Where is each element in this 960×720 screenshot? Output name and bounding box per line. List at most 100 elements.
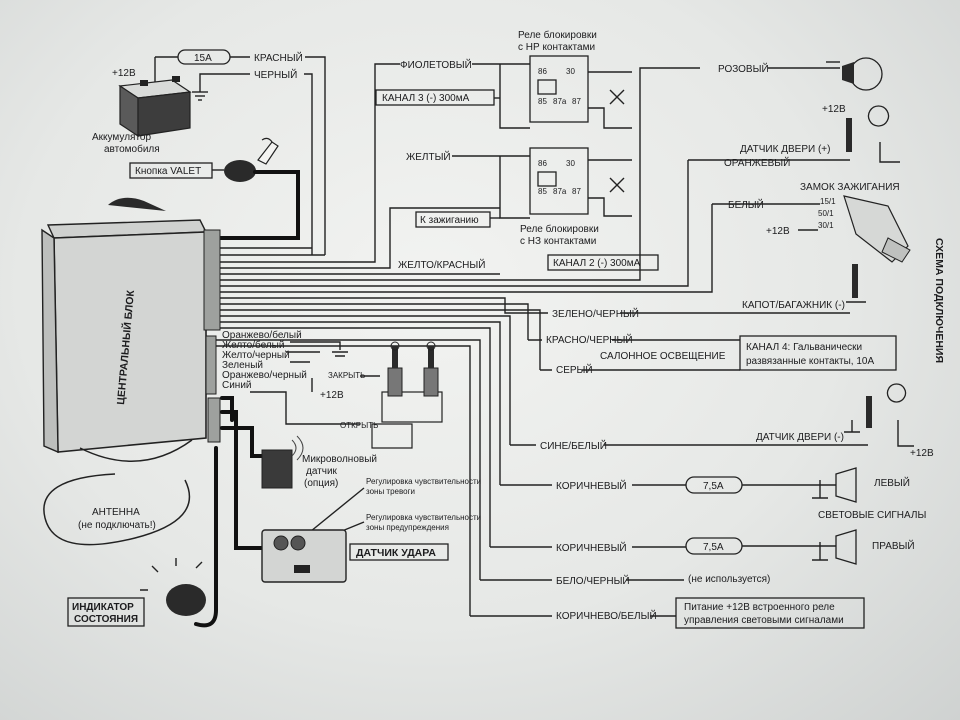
ign-50-1-label: 50/1 xyxy=(818,209,834,218)
power-relay-line2: управления световыми сигналами xyxy=(684,615,844,626)
wire-yellow-black-label: Желто/черный xyxy=(222,350,290,361)
channel4-line2: развязанные контакты, 10А xyxy=(746,356,874,367)
plus12-top-label: +12В xyxy=(822,104,846,115)
relay-nc-box xyxy=(529,55,589,123)
alarm-adjust-line2: зоны тревоги xyxy=(366,487,415,496)
channel2-label: КАНАЛ 2 (-) 300мА xyxy=(553,258,641,269)
battery-group: 15A КРАСНЫЙ ЧЕРНЫЙ +12В Аккумулятор авто… xyxy=(92,49,326,255)
ignition-lock-label: ЗАМОК ЗАЖИГАНИЯ xyxy=(800,182,900,193)
power-relay-line1: Питание +12В встроенного реле xyxy=(684,602,835,613)
battery-fuse-label: 15A xyxy=(194,53,212,64)
relay-nc-pin-87: 87 xyxy=(572,97,581,106)
plus12-door-label: +12В xyxy=(910,448,934,459)
shock-sensor xyxy=(261,529,347,583)
hood-switch-icon xyxy=(846,264,866,303)
to-ignition-label: К зажиганию xyxy=(420,215,479,226)
microwave-line2: датчик xyxy=(306,466,338,477)
door-sensor-minus-icon xyxy=(844,383,914,447)
relay-no-pin-87a: 87а xyxy=(553,187,567,196)
right-label: ПРАВЫЙ xyxy=(872,539,915,552)
indicator-line1: ИНДИКАТОР xyxy=(72,602,134,613)
wire-orange-label: ОРАНЖЕВЫЙ xyxy=(724,156,790,169)
relay-no-title-line1: Реле блокировки xyxy=(520,223,599,235)
relay-nc-pin-30: 30 xyxy=(566,67,575,76)
alarm-adjust-line1: Регулировка чувствительности xyxy=(366,477,481,486)
relay-no-box xyxy=(529,147,589,215)
antenna-line2: (не подключать!) xyxy=(78,520,156,531)
ign-15-1-label: 15/1 xyxy=(820,197,836,206)
microwave-line3: (опция) xyxy=(304,478,338,489)
valet-group: Кнопка VALET xyxy=(129,137,300,240)
left-lamp-icon xyxy=(812,467,857,503)
relay-no-pin-85: 85 xyxy=(538,187,547,196)
power-relay-box xyxy=(675,597,865,629)
antenna-wire xyxy=(43,473,191,546)
to-ignition-box xyxy=(415,211,491,228)
lock-plus12-label: +12В xyxy=(320,390,344,401)
right-lamp-icon xyxy=(812,529,857,565)
battery-caption-line1: Аккумулятор xyxy=(92,132,151,143)
battery-black-wire-label: ЧЕРНЫЙ xyxy=(254,68,297,81)
hood-trunk-label: КАПОТ/БАГАЖНИК (-) xyxy=(742,300,845,311)
ignition-key-icon xyxy=(843,195,911,263)
door-sensor-minus-label: ДАТЧИК ДВЕРИ (-) xyxy=(756,432,844,443)
warn-adjust-line1: Регулировка чувствительности xyxy=(366,513,481,522)
ground-icon xyxy=(192,82,208,101)
led-indicator-icon xyxy=(140,558,206,616)
relay-no-pin-30: 30 xyxy=(566,159,575,168)
wire-brown1-label: КОРИЧНЕВЫЙ xyxy=(556,479,627,492)
warn-adjust-line2: зоны предупреждения xyxy=(366,523,449,532)
not-used-label: (не используется) xyxy=(688,574,770,585)
relay-nc-pin-87a: 87а xyxy=(553,97,567,106)
channel4-box xyxy=(739,335,897,371)
wire-grey-label: СЕРЫЙ xyxy=(556,363,593,376)
lock-open-label: ОТКРЫТЬ xyxy=(340,421,378,430)
relay-no-group: 86 30 85 87а 87 Реле блокировки с НЗ кон… xyxy=(499,147,632,247)
wire-pink-label: РОЗОВЫЙ xyxy=(718,62,769,75)
relay-nc-pin-85: 85 xyxy=(538,97,547,106)
wire-blue-white-label: СИНЕ/БЕЛЫЙ xyxy=(540,439,607,452)
channel3-label: КАНАЛ 3 (-) 300мА xyxy=(382,93,470,104)
valet-button xyxy=(224,160,256,182)
wire-yellow-white-label: Желто/белый xyxy=(222,339,284,351)
wire-yellow-red-label: ЖЕЛТО/КРАСНЫЙ xyxy=(398,258,485,271)
wire-violet-label: ФИОЛЕТОВЫЙ xyxy=(400,58,472,71)
wire-green-black-label: ЗЕЛЕНО/ЧЕРНЫЙ xyxy=(552,307,639,320)
left-label: ЛЕВЫЙ xyxy=(874,476,910,489)
channel2-box xyxy=(547,254,659,271)
wire-orange-white-label: Оранжево/белый xyxy=(222,329,302,341)
light-signals-label: СВЕТОВЫЕ СИГНАЛЫ xyxy=(818,510,926,521)
relay-nc-pin-86: 86 xyxy=(538,67,547,76)
battery-plus-label: +12В xyxy=(112,68,136,79)
lock-actuators-icon xyxy=(371,341,443,449)
relay-no-pin-86: 86 xyxy=(538,159,547,168)
relay-nc-title-line1: Реле блокировки xyxy=(518,29,597,41)
microwave-line1: Микроволновый xyxy=(302,454,377,465)
lock-close-label: ЗАКРЫТЬ xyxy=(328,371,365,380)
wire-blue-label: Синий xyxy=(222,380,252,391)
wire-yellow-label: ЖЕЛТЫЙ xyxy=(406,150,451,163)
fuse-left-label: 7,5А xyxy=(703,481,724,492)
fuse-right-label: 7,5А xyxy=(703,542,724,553)
door-sensor-plus-label: ДАТЧИК ДВЕРИ (+) xyxy=(740,144,830,155)
shock-label: ДАТЧИК УДАРА xyxy=(356,547,436,559)
door-switch-icon xyxy=(846,105,900,163)
battery-red-wire-label: КРАСНЫЙ xyxy=(254,51,303,64)
indicator-label-box xyxy=(67,597,145,627)
shock-label-box xyxy=(349,543,449,561)
battery-icon xyxy=(118,76,192,138)
relay-no-pin-87: 87 xyxy=(572,187,581,196)
plus12-ign-label: +12В xyxy=(766,226,790,237)
antenna-line1: АНТЕННА xyxy=(92,507,140,518)
wire-brown-white-label: КОРИЧНЕВО/БЕЛЫЙ xyxy=(556,609,657,622)
battery-caption-line2: автомобиля xyxy=(104,143,160,155)
harness-wires xyxy=(216,63,713,616)
indicator-line2: СОСТОЯНИЯ xyxy=(74,614,138,625)
wire-orange-black-label: Оранжево/черный xyxy=(222,370,307,381)
connector-pins xyxy=(203,229,221,443)
central-unit: ЦЕНТРАЛЬНЫЙ БЛОК xyxy=(41,197,221,462)
relay-nc-title-line2: с НР контактами xyxy=(518,42,595,53)
relay-nc-group: Реле блокировки с НР контактами 86 30 85… xyxy=(499,29,632,129)
